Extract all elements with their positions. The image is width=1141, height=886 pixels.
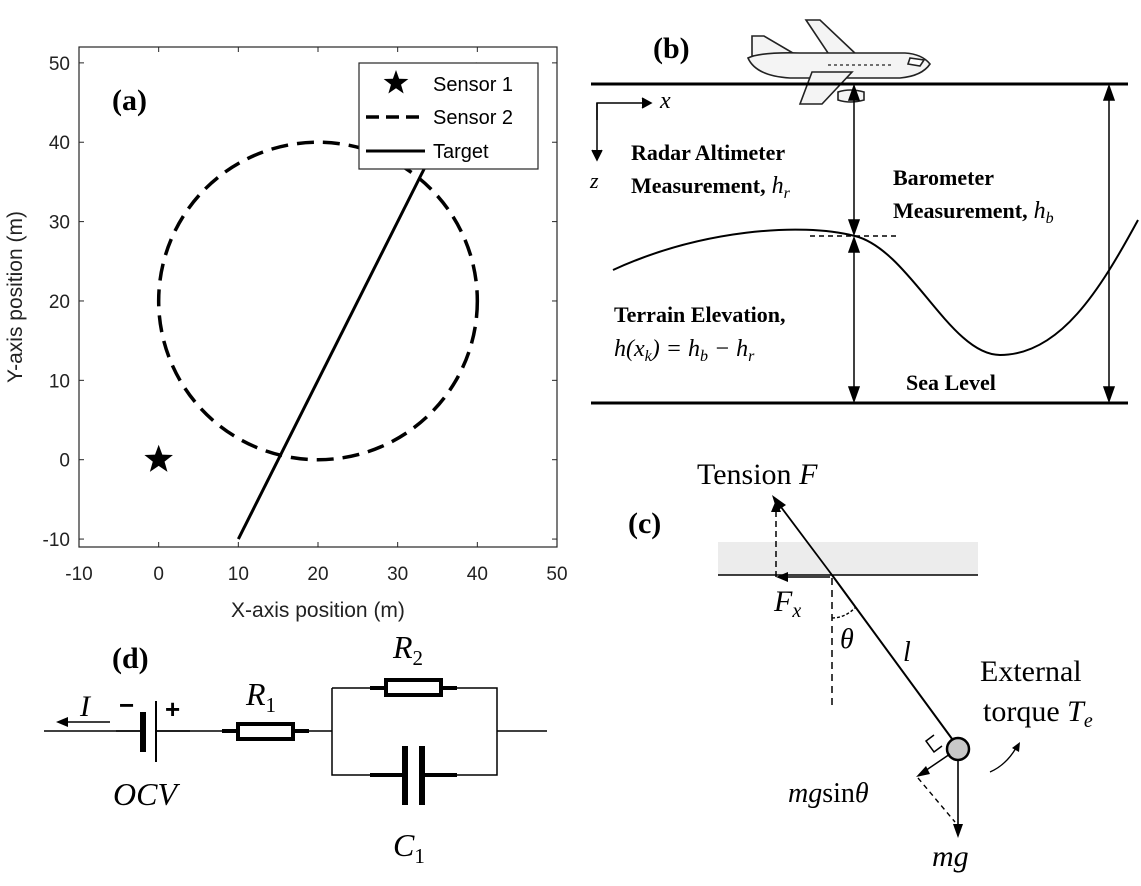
dashed-decomposition — [917, 777, 956, 823]
panel-d: (d) I − + OCV R1 R2 — [44, 629, 547, 868]
resistor-r2 — [384, 678, 443, 697]
tension-label: Tension F — [697, 458, 818, 491]
y-tick-label: 40 — [49, 133, 70, 154]
length-label: l — [903, 637, 911, 668]
torque-arrowhead — [1012, 742, 1020, 752]
x-tick-label: 30 — [387, 564, 408, 585]
pendulum-string — [831, 574, 959, 748]
x-tick-labels: -10 0 10 20 30 40 50 — [65, 564, 567, 585]
panel-a: -10 0 10 20 30 40 50 -10 0 10 20 30 40 50 X-axis pos… — [4, 46, 568, 622]
external-label-line2: torque Te — [983, 695, 1093, 732]
tick-marks — [78, 47, 558, 547]
x-axis-title: X-axis position (m) — [231, 599, 405, 622]
radar-label-line2: Measurement,hr — [631, 173, 791, 202]
axis-x-label: x — [659, 88, 671, 114]
sea-level-label: Sea Level — [906, 370, 996, 395]
fx-label: Fx — [773, 585, 801, 622]
tension-arrowhead — [772, 495, 786, 511]
resistor-r1 — [236, 722, 295, 741]
panel-label-c: (c) — [628, 507, 661, 540]
right-angle-marker — [924, 734, 943, 754]
torque-curved-arrow — [989, 747, 1017, 773]
legend: Sensor 1 Sensor 2 Target — [358, 62, 539, 170]
x-tick-label: -10 — [65, 564, 92, 585]
r1-label: R1 — [245, 676, 276, 717]
theta-arc — [831, 606, 857, 619]
y-axis-title: Y-axis position (m) — [4, 211, 27, 383]
battery-plus: + — [165, 694, 180, 724]
sensor-2-circle — [156, 140, 480, 462]
mg-label: mg — [932, 840, 969, 873]
y-tick-label: 20 — [49, 292, 70, 313]
y-tick-label: 30 — [49, 213, 70, 234]
theta-label: θ — [840, 624, 854, 655]
airplane-icon — [746, 19, 931, 105]
x-tick-label: 20 — [307, 564, 328, 585]
terrain-curve — [612, 219, 1139, 357]
sensor-1-marker — [144, 444, 173, 472]
fx-arrowhead — [776, 572, 788, 582]
radar-label-line1: Radar Altimeter — [631, 140, 785, 165]
coordinate-axes — [591, 97, 653, 162]
fy-arrowhead — [771, 500, 781, 512]
panel-label-b: (b) — [653, 32, 690, 65]
y-tick-label: -10 — [43, 530, 70, 551]
legend-label-sensor-2: Sensor 2 — [433, 107, 513, 129]
battery-minus: − — [119, 690, 134, 720]
y-tick-label: 50 — [49, 54, 70, 75]
legend-label-sensor-1: Sensor 1 — [433, 74, 513, 96]
axis-z-label: z — [589, 168, 599, 193]
x-tick-label: 40 — [467, 564, 488, 585]
x-tick-label: 10 — [228, 564, 249, 585]
mgsin-label: mgsinθ — [788, 778, 869, 809]
pendulum-bob — [945, 736, 971, 762]
barometer-label-line1: Barometer — [893, 165, 994, 190]
r2-label: R2 — [392, 629, 423, 670]
tension-arrow — [777, 502, 833, 576]
x-tick-label: 0 — [153, 564, 164, 585]
current-label: I — [79, 690, 92, 723]
mgsin-arrowhead — [916, 766, 930, 777]
panel-label-a: (a) — [112, 84, 147, 117]
legend-label-target: Target — [433, 141, 489, 163]
panel-c: (c) Tension F Fx — [628, 458, 1093, 873]
terrain-label-line1: Terrain Elevation, — [614, 302, 786, 327]
barometer-arrow — [1102, 83, 1116, 404]
y-tick-labels: -10 0 10 20 30 40 50 — [43, 54, 70, 551]
terrain-arrow — [847, 235, 861, 404]
c1-label: C1 — [393, 827, 425, 868]
y-tick-label: 0 — [59, 451, 70, 472]
panel-label-d: (d) — [112, 642, 149, 675]
current-arrowhead — [56, 717, 68, 727]
terrain-equation: h(xk) = hb − hr — [614, 336, 755, 365]
y-tick-label: 10 — [49, 371, 70, 392]
panel-b: (b) x z — [589, 19, 1139, 405]
ocv-label: OCV — [113, 776, 180, 812]
external-label-line1: External — [980, 655, 1082, 688]
ceiling-shading — [718, 542, 978, 575]
x-tick-label: 50 — [546, 564, 567, 585]
radar-arrow — [847, 83, 861, 237]
barometer-label-line2: Measurement,hb — [893, 198, 1054, 227]
legend-star-marker — [383, 70, 409, 94]
mg-arrowhead — [953, 824, 963, 838]
